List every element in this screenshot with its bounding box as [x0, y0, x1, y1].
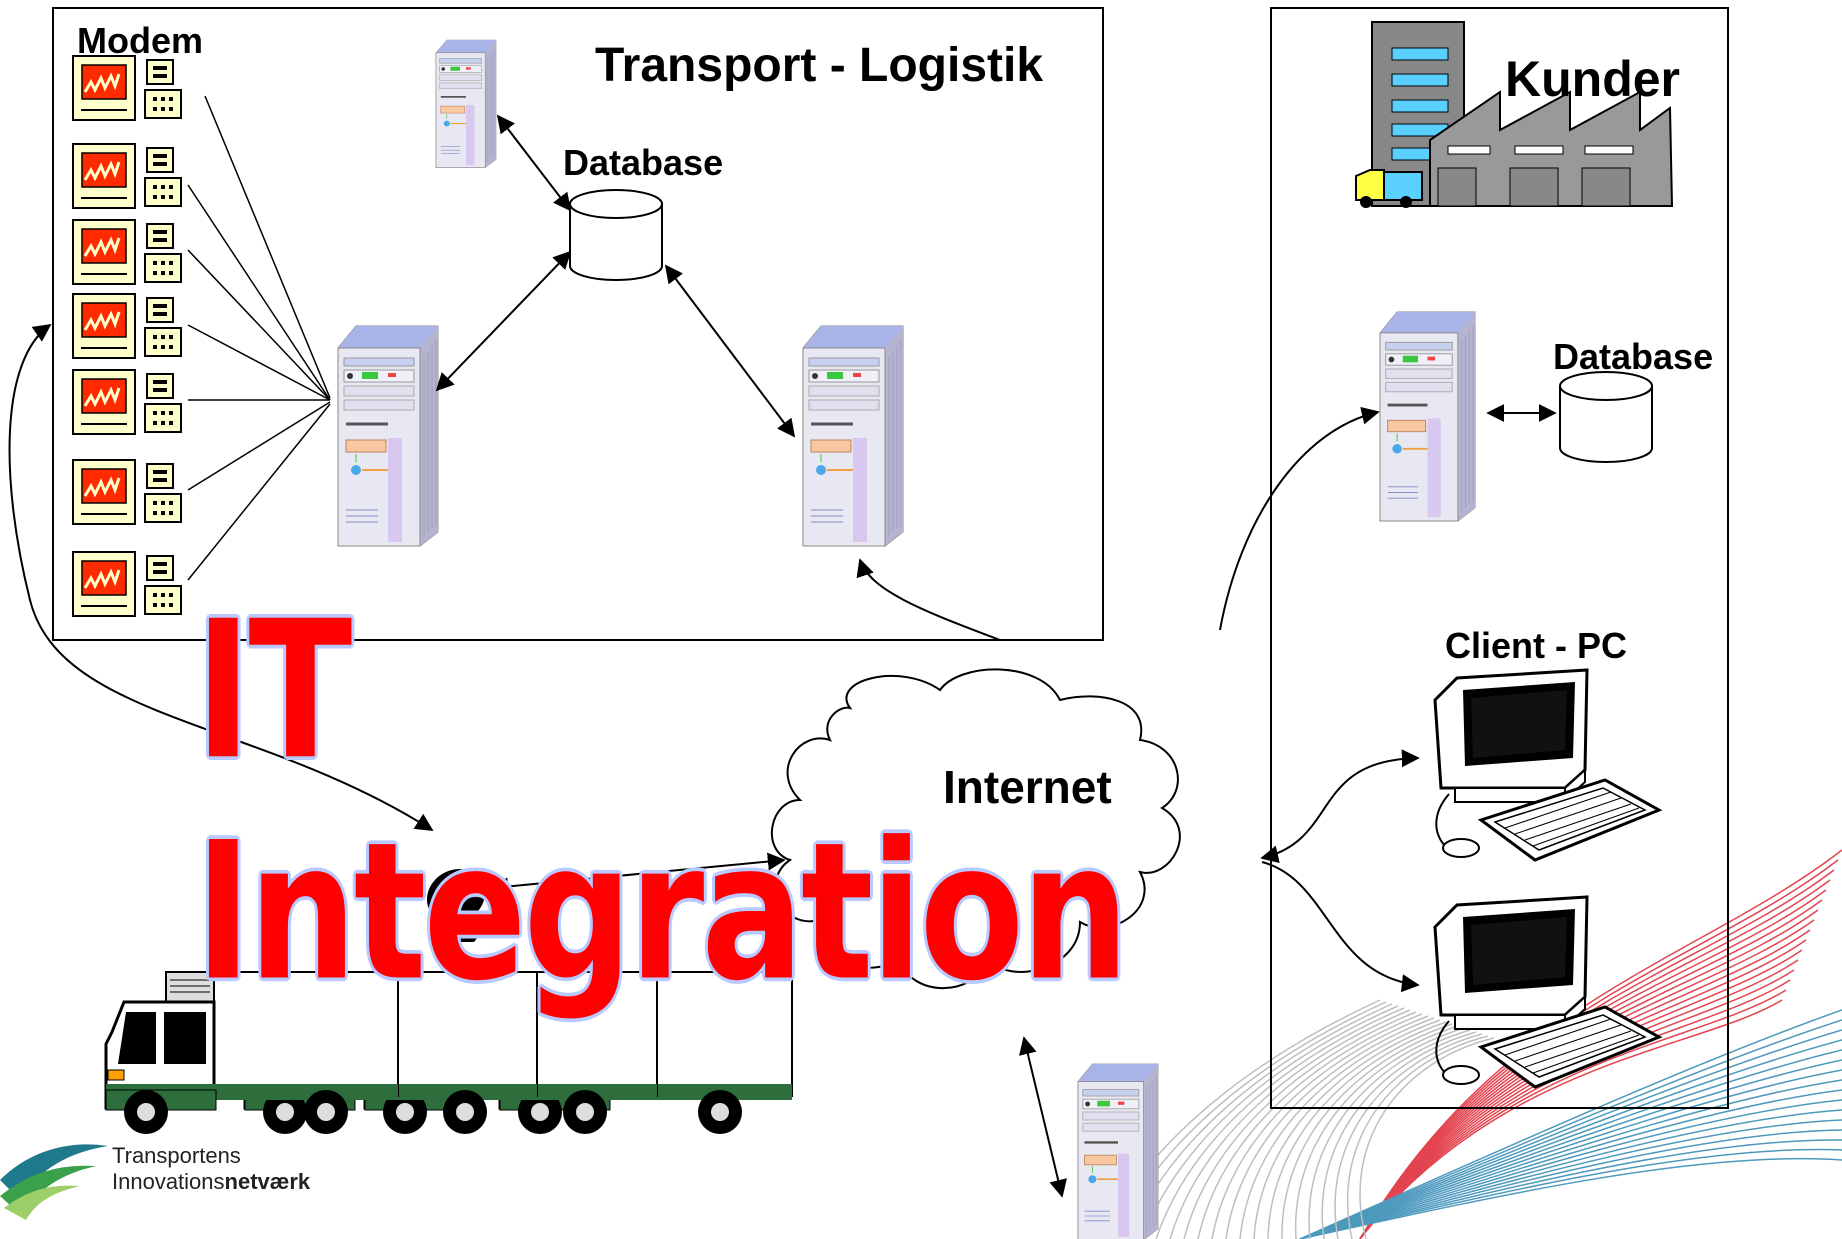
factory-building-icon — [1355, 21, 1674, 208]
decorative-line — [1299, 1129, 1842, 1239]
modem-icon — [71, 292, 183, 360]
transport-logistik-title: Transport - Logistik — [595, 39, 1044, 92]
decorative-line — [1299, 1119, 1842, 1239]
transport-logistik-box — [52, 7, 1104, 641]
kunder-box — [1270, 7, 1729, 1109]
decorative-line — [1299, 1009, 1842, 1239]
decorative-line — [1197, 1013, 1423, 1239]
decorative-line — [1299, 1089, 1842, 1239]
decorative-line — [1183, 1011, 1417, 1239]
it-integration-title-text: IT Integration — [195, 580, 1129, 1023]
client-pc-icon — [1433, 668, 1661, 862]
decorative-line — [1299, 1019, 1842, 1239]
logo-line1: Transportens — [112, 1143, 241, 1168]
server-icon — [801, 324, 905, 548]
database-label-left: Database — [563, 142, 724, 183]
decorative-line — [1299, 1099, 1842, 1239]
decorative-line — [1155, 1007, 1405, 1239]
decorative-line — [1169, 1009, 1411, 1239]
server-icon — [1076, 1062, 1160, 1239]
server-icon — [336, 324, 440, 548]
decorative-line — [1211, 1015, 1429, 1239]
database-label-right: Database — [1553, 336, 1714, 377]
decorative-line — [1299, 1059, 1842, 1239]
internet-cloud — [771, 668, 1181, 990]
decorative-line — [1299, 1029, 1842, 1239]
decorative-line — [1299, 1157, 1842, 1239]
decorative-line — [1299, 1148, 1842, 1239]
client-pc-label: Client - PC — [1445, 625, 1628, 666]
database-icon — [1559, 371, 1653, 463]
decorative-line — [1359, 849, 1842, 1239]
decorative-line — [1359, 869, 1835, 1239]
decorative-line — [1141, 1005, 1399, 1239]
modem-connection-lines — [187, 95, 331, 581]
decorative-line — [1299, 1139, 1842, 1239]
modem-icon — [71, 550, 183, 618]
modem-icon — [71, 458, 183, 526]
modem-icon — [71, 218, 183, 286]
decorative-line — [1299, 1069, 1842, 1239]
transportens-innovationsnetvaerk-logo: Transportens Innovationsnetværk — [0, 1140, 340, 1220]
database-icon — [569, 189, 663, 281]
kunder-title: Kunder — [1505, 51, 1680, 107]
decorative-line — [1359, 999, 1783, 1239]
connection-arrows — [8, 114, 1557, 1198]
logo-swoosh-icon — [0, 1144, 108, 1220]
decorative-line — [1299, 1079, 1842, 1239]
modem-icon — [71, 142, 183, 210]
decorative-line — [1359, 1037, 1495, 1239]
decorative-line — [1359, 989, 1787, 1239]
modem-label: Modem — [77, 20, 203, 61]
server-icon — [435, 39, 497, 169]
decorative-line — [1334, 1033, 1483, 1239]
it-integration-title: IT Integration — [195, 580, 1295, 1023]
satellite-dish-icon — [426, 868, 496, 942]
logo-line2-regular: Innovations — [112, 1169, 225, 1194]
server-icon — [1378, 310, 1477, 523]
decorative-line — [1299, 1039, 1842, 1239]
logo-line2: Innovationsnetværk — [112, 1169, 310, 1195]
decorative-line — [1347, 1035, 1489, 1239]
modem-icon — [71, 368, 183, 436]
decorative-line — [1359, 859, 1839, 1239]
internet-label: Internet — [943, 761, 1112, 813]
decorative-line — [1299, 1109, 1842, 1239]
decorative-line — [1299, 1049, 1842, 1239]
modem-icon — [71, 54, 183, 122]
logo-line2-bold: netværk — [224, 1169, 311, 1194]
